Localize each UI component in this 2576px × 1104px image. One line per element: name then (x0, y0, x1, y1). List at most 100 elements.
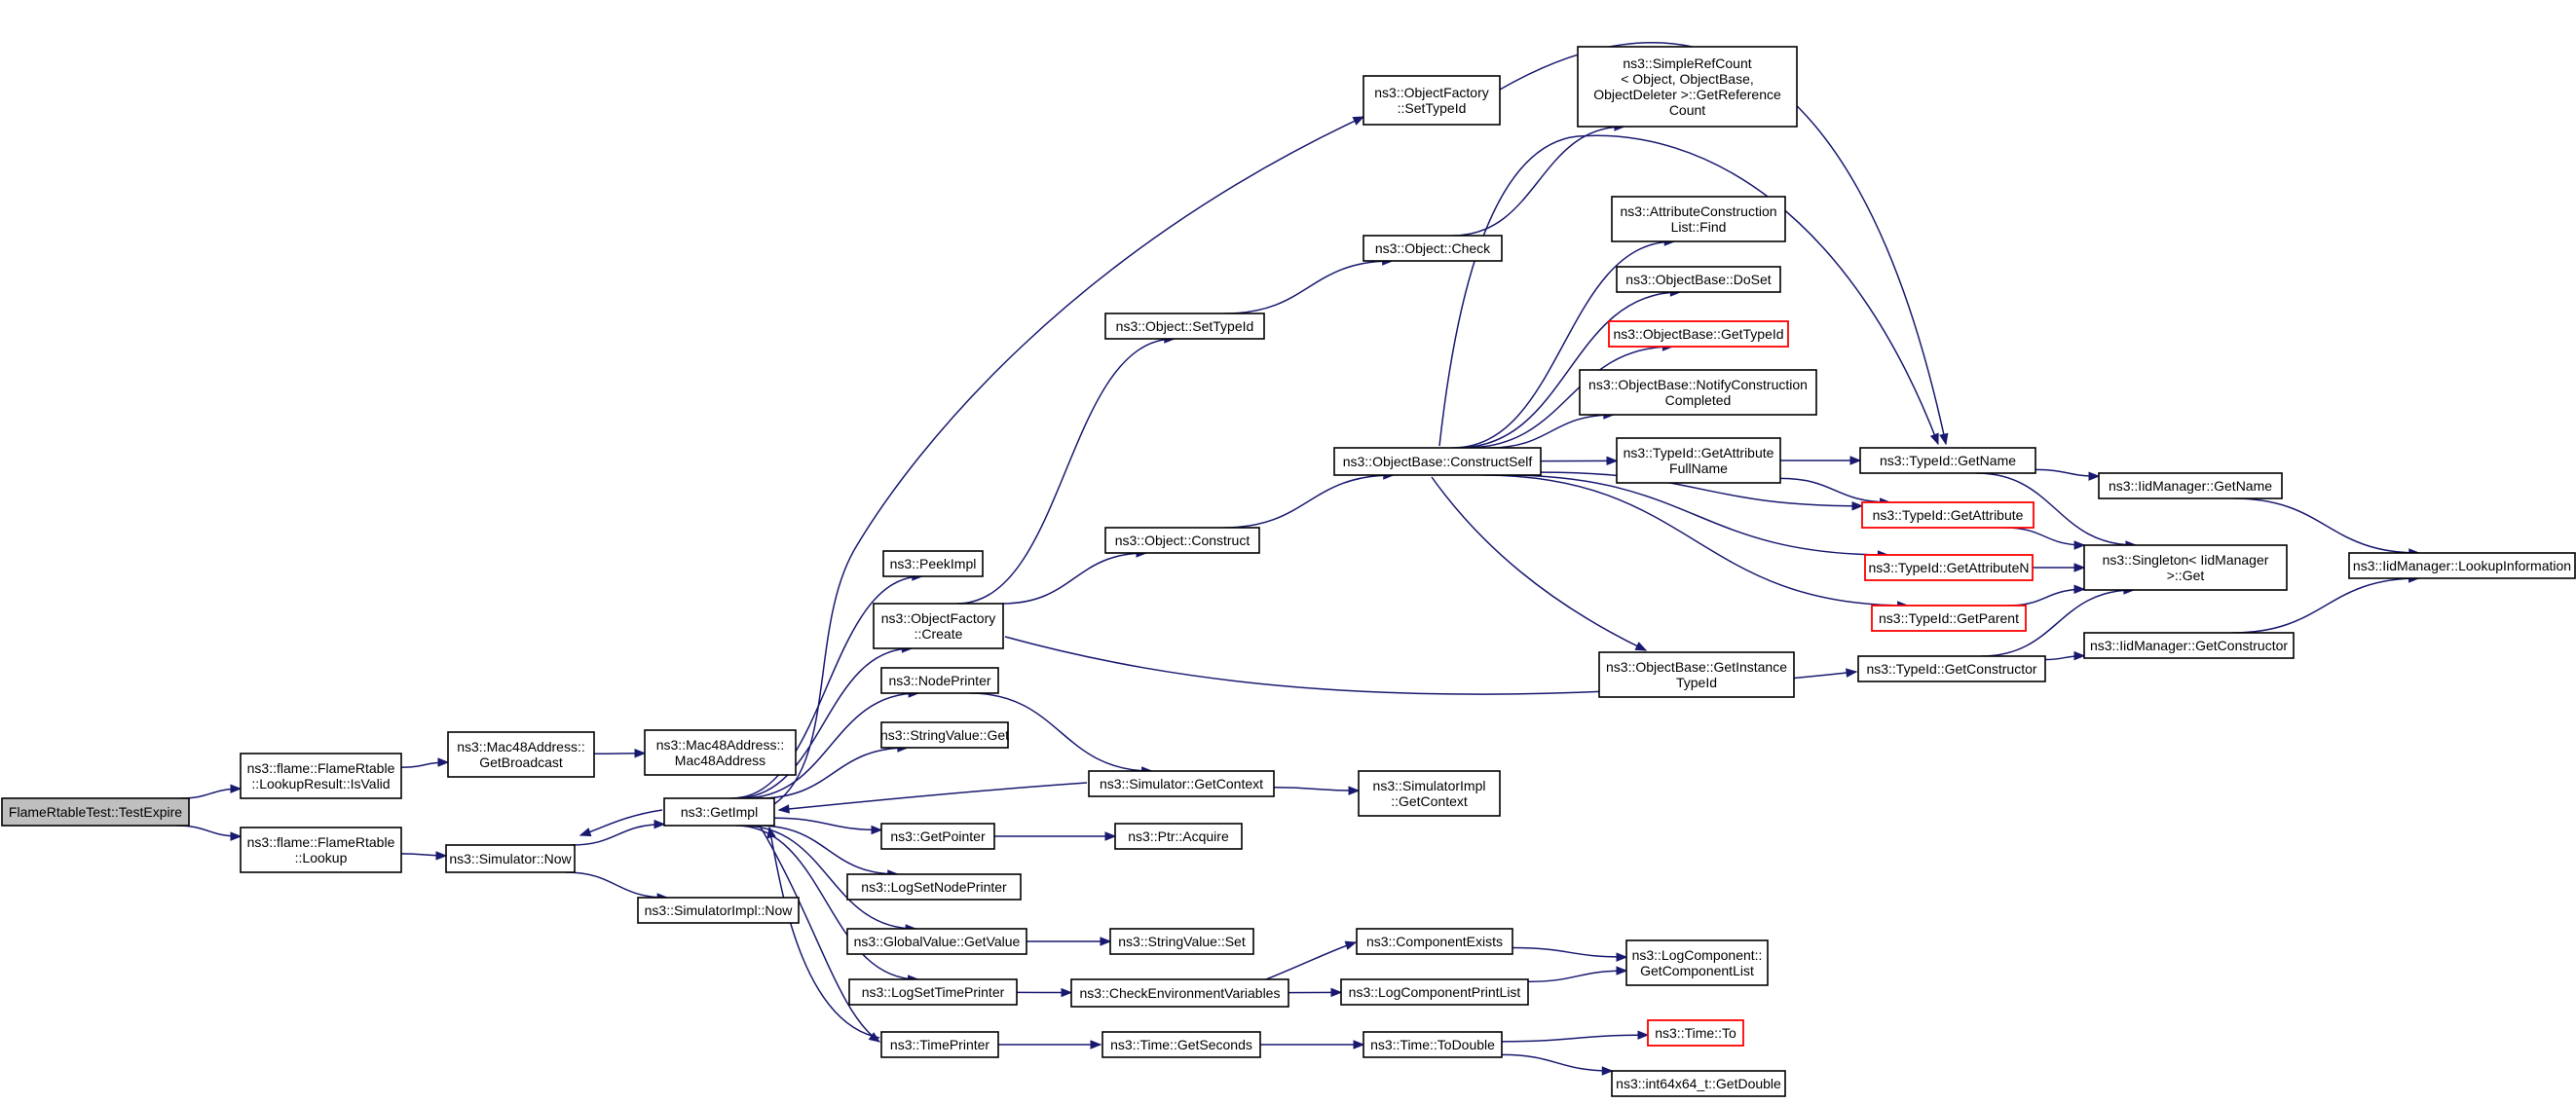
node-box-attrfind[interactable] (1611, 196, 1786, 242)
node-constructself[interactable]: ns3::ObjectBase::ConstructSelf (1333, 447, 1542, 476)
node-box-lookup[interactable] (240, 827, 402, 873)
node-dosset[interactable]: ns3::ObjectBase::DoSet (1616, 266, 1781, 293)
node-box-iidgetname[interactable] (2098, 472, 2283, 499)
node-getcomplist[interactable]: ns3::LogComponent::GetComponentList (1625, 939, 1769, 986)
node-simimplnow[interactable]: ns3::SimulatorImpl::Now (637, 897, 800, 924)
node-peekimpl[interactable]: ns3::PeekImpl (882, 550, 984, 577)
node-box-timetodouble[interactable] (1363, 1031, 1503, 1058)
node-box-typeidgetname[interactable] (1859, 447, 2036, 474)
node-box-logsettimeprinter[interactable] (848, 978, 1018, 1006)
node-box-checkenv[interactable] (1070, 978, 1289, 1008)
node-box-isvalid[interactable] (240, 753, 402, 799)
node-box-dosset[interactable] (1616, 266, 1781, 293)
node-box-typeidgetattr[interactable] (1861, 501, 2035, 529)
node-iidgetctor[interactable]: ns3::IidManager::GetConstructor (2083, 632, 2295, 659)
node-globalget[interactable]: ns3::GlobalValue::GetValue (846, 928, 1027, 955)
node-box-objconstruct[interactable] (1104, 527, 1260, 554)
node-box-timegetseconds[interactable] (1101, 1031, 1261, 1058)
node-timeto[interactable]: ns3::Time::To (1647, 1019, 1744, 1047)
node-box-typeidgetctor[interactable] (1857, 655, 2046, 682)
node-int64getdouble[interactable]: ns3::int64x64_t::GetDouble (1611, 1070, 1786, 1097)
node-getbroadcast[interactable]: ns3::Mac48Address::GetBroadcast (447, 731, 595, 778)
node-checkenv[interactable]: ns3::CheckEnvironmentVariables (1070, 978, 1289, 1008)
node-box-componentexists[interactable] (1356, 928, 1513, 955)
node-box-stringset[interactable] (1109, 928, 1254, 955)
node-typeidgetattrn[interactable]: ns3::TypeId::GetAttributeN (1864, 554, 2034, 581)
node-iidgetname[interactable]: ns3::IidManager::GetName (2098, 472, 2283, 499)
node-lookup[interactable]: ns3::flame::FlameRtable::Lookup (240, 827, 402, 873)
node-box-mac48ctor[interactable] (644, 729, 797, 776)
node-box-peekimpl[interactable] (882, 550, 984, 577)
node-box-getbroadcast[interactable] (447, 731, 595, 778)
node-box-ptracquire[interactable] (1114, 823, 1243, 850)
node-typeidgetattr[interactable]: ns3::TypeId::GetAttribute (1861, 501, 2035, 529)
node-timegetseconds[interactable]: ns3::Time::GetSeconds (1101, 1031, 1261, 1058)
node-singletonget[interactable]: ns3::Singleton< IidManager>::Get (2083, 544, 2288, 591)
node-box-obgettypeid[interactable] (1608, 320, 1789, 348)
node-box-getimpl[interactable] (663, 797, 775, 827)
node-timeprinter[interactable]: ns3::TimePrinter (880, 1031, 999, 1058)
node-nodeprinter[interactable]: ns3::NodePrinter (880, 667, 999, 694)
node-box-simimplgetcontext[interactable] (1358, 770, 1501, 817)
node-box-timeprinter[interactable] (880, 1031, 999, 1058)
node-mac48ctor[interactable]: ns3::Mac48Address::Mac48Address (644, 729, 797, 776)
node-box-getpointer[interactable] (880, 823, 995, 850)
node-box-stringget[interactable] (880, 721, 1009, 749)
node-box-typeidgetparent[interactable] (1871, 605, 2027, 632)
node-simgetcontext[interactable]: ns3::Simulator::GetContext (1088, 770, 1275, 797)
node-box-simimplnow[interactable] (637, 897, 800, 924)
node-box-singletonget[interactable] (2083, 544, 2288, 591)
node-typeidgetname[interactable]: ns3::TypeId::GetName (1859, 447, 2036, 474)
node-componentexists[interactable]: ns3::ComponentExists (1356, 928, 1513, 955)
node-box-iidgetctor[interactable] (2083, 632, 2295, 659)
node-objconstruct[interactable]: ns3::Object::Construct (1104, 527, 1260, 554)
node-box-notifycc[interactable] (1579, 369, 1817, 416)
node-box-ofcreate[interactable] (873, 603, 1004, 649)
node-typeidgetctor[interactable]: ns3::TypeId::GetConstructor (1857, 655, 2046, 682)
node-box-ofsettypeid[interactable] (1363, 75, 1501, 126)
node-box-getattrfullname[interactable] (1616, 437, 1781, 484)
node-box-int64getdouble[interactable] (1611, 1070, 1786, 1097)
node-simimplgetcontext[interactable]: ns3::SimulatorImpl::GetContext (1358, 770, 1501, 817)
node-stringset[interactable]: ns3::StringValue::Set (1109, 928, 1254, 955)
node-box-getcomplist[interactable] (1625, 939, 1769, 986)
node-box-simnow[interactable] (445, 844, 576, 873)
node-objcheck[interactable]: ns3::Object::Check (1363, 235, 1503, 262)
node-iidlookupinfo[interactable]: ns3::IidManager::LookupInformation (2348, 552, 2576, 579)
node-logcompprintlist[interactable]: ns3::LogComponentPrintList (1340, 978, 1529, 1006)
node-timetodouble[interactable]: ns3::Time::ToDouble (1363, 1031, 1503, 1058)
node-box-globalget[interactable] (846, 928, 1027, 955)
node-simnow[interactable]: ns3::Simulator::Now (445, 844, 576, 873)
node-box-root[interactable] (1, 797, 190, 827)
node-box-objcheck[interactable] (1363, 235, 1503, 262)
node-box-getinstancetypeid[interactable] (1598, 651, 1795, 698)
node-notifycc[interactable]: ns3::ObjectBase::NotifyConstructionCompl… (1579, 369, 1817, 416)
node-box-logcompprintlist[interactable] (1340, 978, 1529, 1006)
node-typeidgetparent[interactable]: ns3::TypeId::GetParent (1871, 605, 2027, 632)
node-stringget[interactable]: ns3::StringValue::Get (880, 721, 1009, 749)
node-box-iidlookupinfo[interactable] (2348, 552, 2576, 579)
node-box-nodeprinter[interactable] (880, 667, 999, 694)
node-root[interactable]: FlameRtableTest::TestExpire (1, 797, 190, 827)
node-box-typeidgetattrn[interactable] (1864, 554, 2034, 581)
node-box-simgetcontext[interactable] (1088, 770, 1275, 797)
node-ptracquire[interactable]: ns3::Ptr::Acquire (1114, 823, 1243, 850)
node-box-simpleref[interactable] (1577, 46, 1798, 128)
node-box-logsetnodeprinter[interactable] (846, 873, 1022, 901)
node-box-timeto[interactable] (1647, 1019, 1744, 1047)
node-box-objsettypeid[interactable] (1104, 313, 1265, 340)
node-ofcreate[interactable]: ns3::ObjectFactory::Create (873, 603, 1004, 649)
node-simpleref[interactable]: ns3::SimpleRefCount< Object, ObjectBase,… (1577, 46, 1798, 128)
node-obgettypeid[interactable]: ns3::ObjectBase::GetTypeId (1608, 320, 1789, 348)
node-isvalid[interactable]: ns3::flame::FlameRtable::LookupResult::I… (240, 753, 402, 799)
node-logsetnodeprinter[interactable]: ns3::LogSetNodePrinter (846, 873, 1022, 901)
node-objsettypeid[interactable]: ns3::Object::SetTypeId (1104, 313, 1265, 340)
node-getimpl[interactable]: ns3::GetImpl (663, 797, 775, 827)
node-getpointer[interactable]: ns3::GetPointer (880, 823, 995, 850)
node-ofsettypeid[interactable]: ns3::ObjectFactory::SetTypeId (1363, 75, 1501, 126)
node-box-constructself[interactable] (1333, 447, 1542, 476)
node-logsettimeprinter[interactable]: ns3::LogSetTimePrinter (848, 978, 1018, 1006)
